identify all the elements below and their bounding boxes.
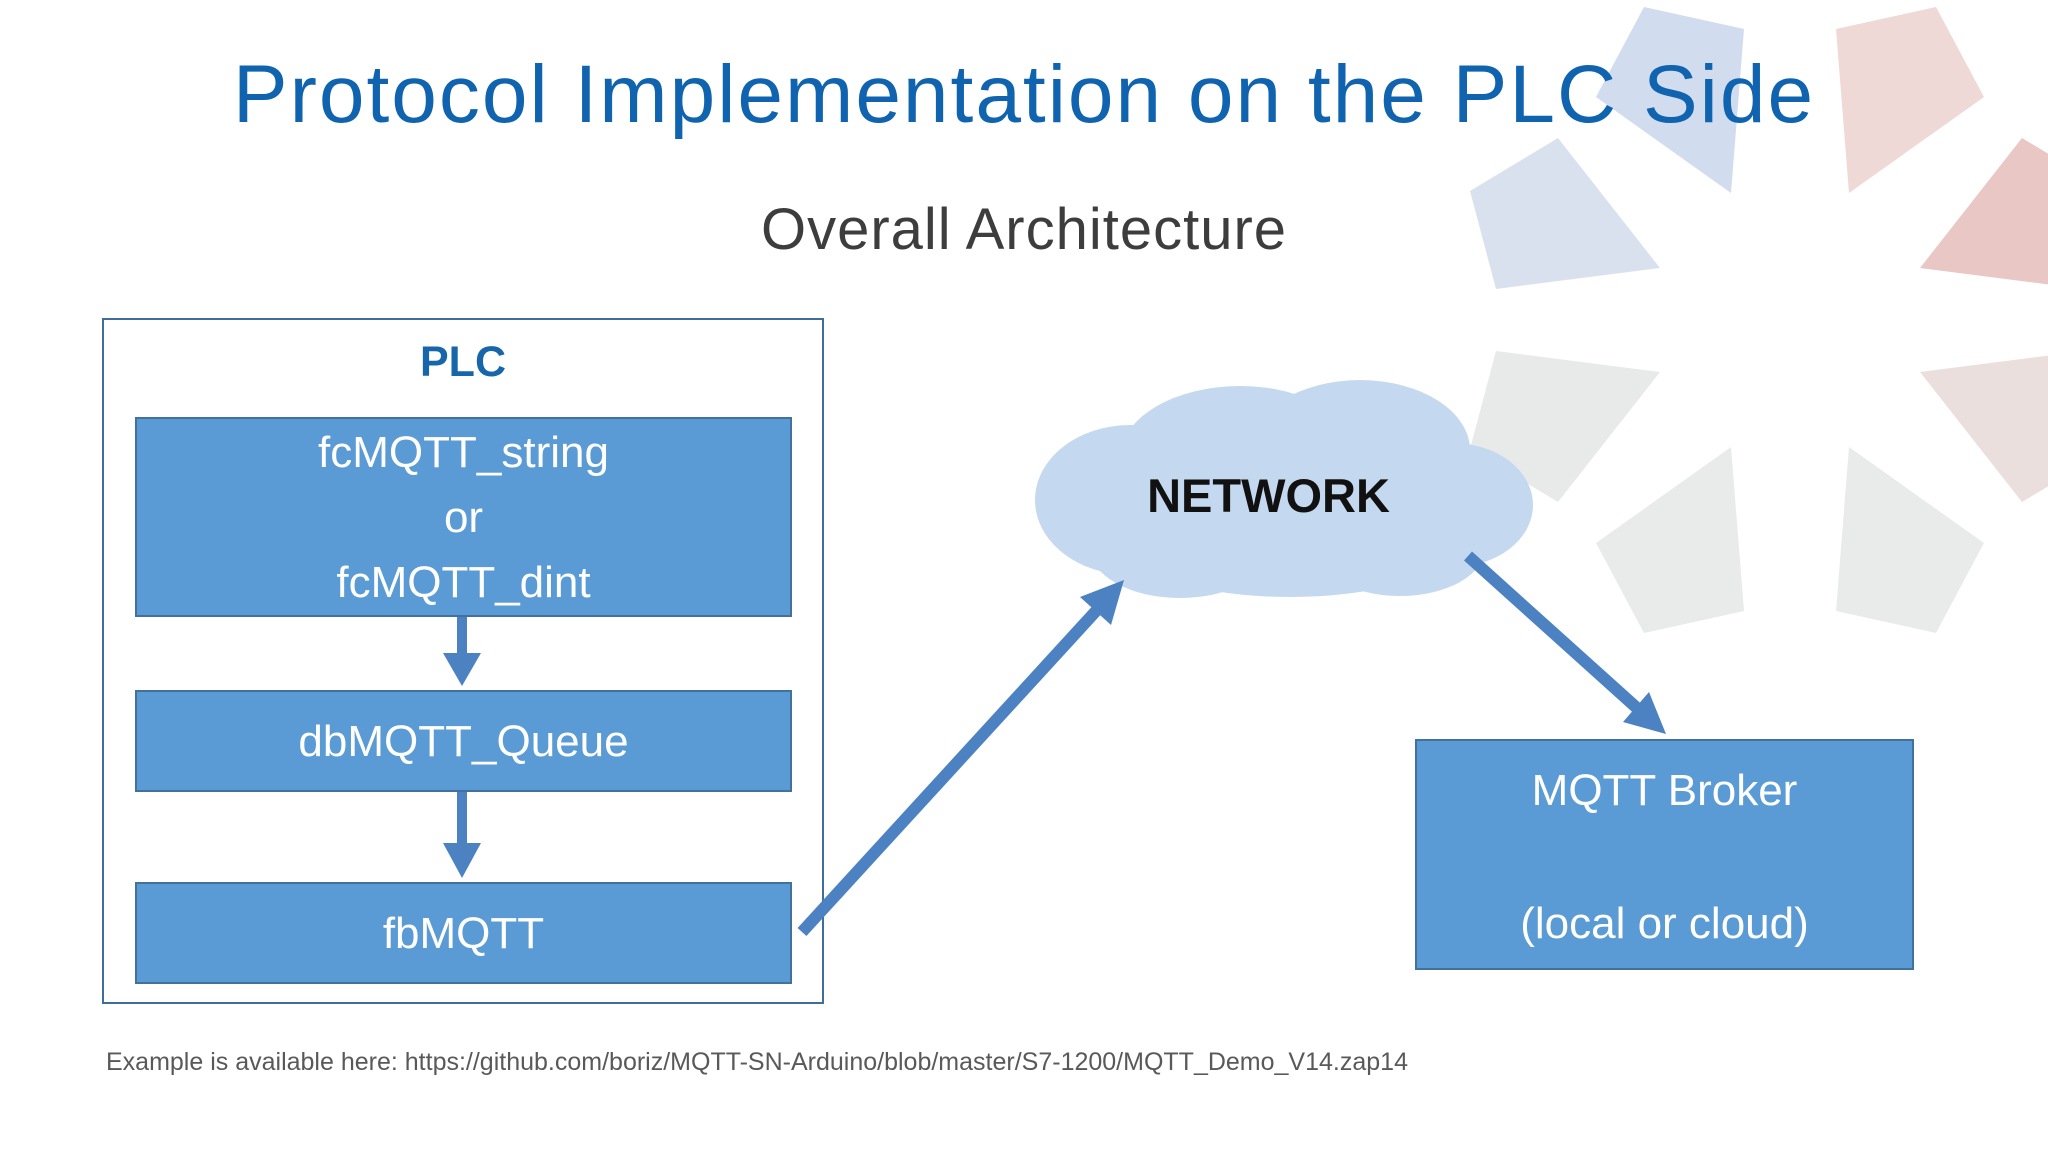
box-line: fbMQTT — [382, 908, 545, 958]
fc-mqtt-box: fcMQTT_string or fcMQTT_dint — [135, 417, 792, 617]
arrow-fb-to-network — [797, 580, 1124, 937]
db-mqtt-queue-box: dbMQTT_Queue — [135, 690, 792, 792]
fb-mqtt-box: fbMQTT — [135, 882, 792, 984]
slide-title: Protocol Implementation on the PLC Side — [232, 49, 1816, 140]
broker-line: MQTT Broker — [1531, 766, 1798, 815]
broker-line: (local or cloud) — [1520, 899, 1809, 948]
footer-note: Example is available here: https://githu… — [106, 1048, 1408, 1076]
box-line: dbMQTT_Queue — [298, 716, 629, 766]
network-label: NETWORK — [1147, 469, 1390, 522]
plc-label: PLC — [420, 338, 506, 386]
plc-container-box: PLC fcMQTT_string or fcMQTT_dint dbMQTT_… — [102, 318, 824, 1004]
box-line: fcMQTT_string — [318, 427, 609, 477]
decoration-wedge — [1596, 447, 1744, 633]
decoration-wedge — [1470, 351, 1660, 502]
decoration-wedge — [1836, 447, 1984, 633]
box-line: or — [443, 492, 484, 542]
decoration-wedge — [1920, 355, 2048, 502]
mqtt-broker-box: MQTT Broker (local or cloud) — [1415, 739, 1914, 970]
box-line: fcMQTT_dint — [336, 557, 591, 607]
slide-subtitle: Overall Architecture — [760, 197, 1288, 262]
arrow-network-to-broker — [1463, 551, 1666, 734]
